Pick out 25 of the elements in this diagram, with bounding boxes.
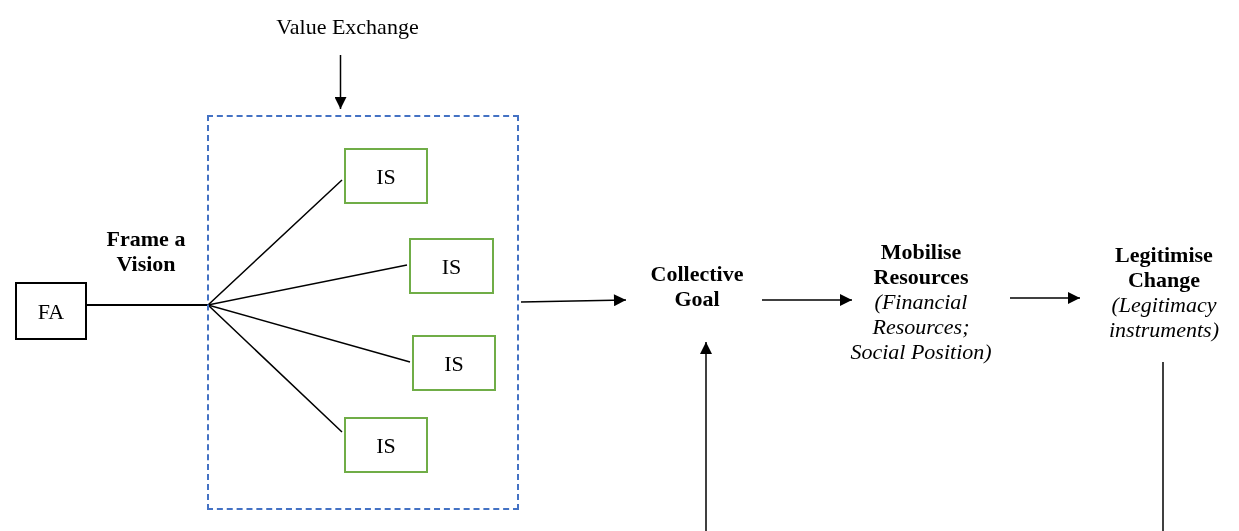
arrow bbox=[1009, 292, 1081, 304]
process-box bbox=[412, 335, 496, 391]
node-label: IS bbox=[376, 432, 396, 458]
process-box bbox=[15, 282, 87, 340]
step-detail: (Financial Resources; Social Position) bbox=[849, 289, 993, 364]
node-label: FA bbox=[37, 298, 65, 324]
step-heading: Mobilise Resources bbox=[872, 239, 970, 289]
step-heading: Collective Goal bbox=[649, 261, 745, 311]
arrow bbox=[520, 294, 627, 307]
arrow bbox=[700, 341, 712, 531]
node-label: IS bbox=[441, 253, 462, 279]
node-label: IS bbox=[376, 163, 396, 189]
process-box bbox=[344, 148, 428, 204]
process-box bbox=[344, 417, 428, 473]
arrow bbox=[334, 54, 347, 110]
dashed-group-box bbox=[207, 115, 519, 510]
step-heading: Legitimise Change bbox=[1114, 241, 1214, 292]
connector-line bbox=[86, 304, 343, 433]
connector-line bbox=[1162, 361, 1164, 531]
arrow bbox=[761, 294, 853, 306]
node-label: Value Exchange bbox=[276, 13, 419, 39]
flow-label: Frame a Vision bbox=[105, 226, 187, 276]
step-detail: (Legitimacy instruments) bbox=[1108, 291, 1220, 342]
process-box bbox=[409, 238, 494, 294]
node-label: IS bbox=[444, 350, 464, 376]
